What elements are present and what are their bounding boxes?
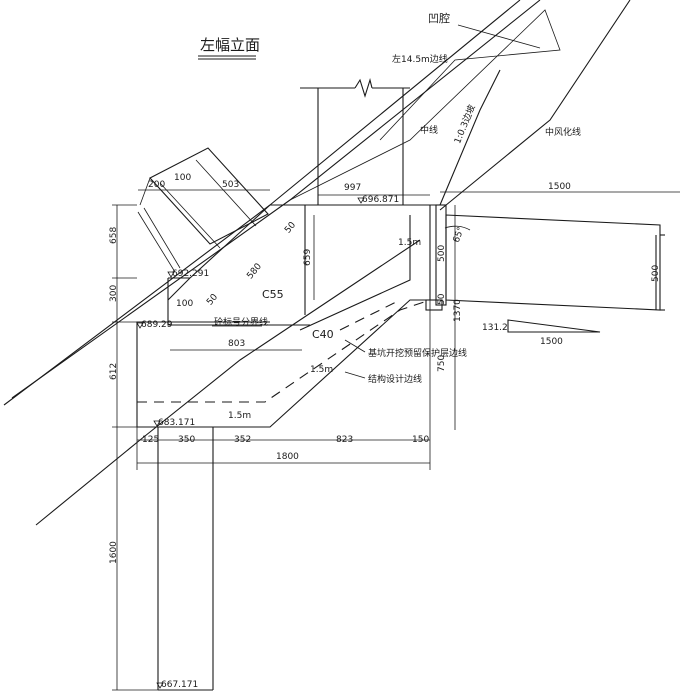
- pile: [157, 427, 214, 691]
- dimension-lines: [112, 189, 680, 691]
- drawing-title: 左幅立面: [200, 36, 260, 54]
- weathered-line: [439, 0, 631, 211]
- dim-text-750: 750: [437, 355, 447, 372]
- label-design-line: 结构设计边线: [368, 373, 422, 385]
- dim-text-803: 803: [228, 339, 245, 349]
- label-c40: C40: [312, 328, 334, 341]
- dim-text-50-a: 50: [283, 220, 298, 235]
- elev-marker-top: [357, 197, 365, 204]
- elevation-step-lower: 689.29: [141, 320, 173, 330]
- dim-text-1800: 1800: [276, 452, 299, 462]
- foundation-outline: [136, 205, 431, 428]
- wing-foot: [425, 299, 443, 311]
- step-slant: [189, 204, 271, 279]
- strut-brace-2: [143, 207, 181, 269]
- label-grade-boundary: 砼标号分界线: [214, 316, 268, 328]
- dim-text-659: 659: [303, 249, 313, 266]
- excavation-upper-dash: [339, 299, 401, 331]
- label-thickness-1: 1.5m: [398, 238, 421, 248]
- elev-marker-upper: [167, 271, 175, 278]
- wing-slab: [445, 214, 661, 311]
- elevation-top: 696.871: [362, 195, 399, 205]
- c55-bottom: [167, 322, 310, 326]
- concave-cavity-outline: [289, 9, 561, 201]
- elevation-base: 683.171: [158, 418, 195, 428]
- c55-inner-right: [299, 215, 411, 331]
- dim-text-131: 131.2: [482, 323, 508, 333]
- label-thickness-2: 1.5m: [310, 365, 333, 375]
- leader-design: [344, 371, 366, 379]
- elev-marker-pile: [156, 682, 164, 689]
- label-concave: 凹腔: [428, 11, 450, 25]
- geology-lines: [3, 0, 631, 526]
- label-excavation-line: 基坑开挖预留保护层边线: [368, 347, 467, 359]
- upper-column: [300, 77, 410, 205]
- strut-inner-2: [195, 159, 257, 227]
- dim-text-50-b: 50: [205, 292, 220, 307]
- right-wing: [425, 204, 665, 333]
- elevation-step-upper: 692.291: [172, 269, 209, 279]
- dim-text-500-left: 500: [437, 245, 447, 262]
- break-symbol: [354, 77, 373, 98]
- dim-text-350: 350: [178, 435, 195, 445]
- excavation-protection-line: [137, 299, 431, 403]
- dim-text-100-mid: 100: [176, 299, 193, 309]
- elevation-pile-bottom: 667.171: [161, 680, 198, 690]
- dim-text-503: 503: [222, 180, 239, 190]
- elev-marker-base: [153, 420, 161, 427]
- dim-text-1500-top: 1500: [548, 182, 571, 192]
- label-c55: C55: [262, 288, 284, 301]
- dim-text-658: 658: [109, 227, 119, 244]
- label-angle: 65°: [452, 226, 467, 244]
- dim-text-1370: 1370: [453, 299, 463, 322]
- angle-arc: [444, 225, 471, 231]
- dim-text-823: 823: [336, 435, 353, 445]
- dim-text-352: 352: [234, 435, 251, 445]
- dim-text-300: 300: [109, 285, 119, 302]
- dim-text-150: 150: [412, 435, 429, 445]
- strut-inner-1: [159, 182, 221, 249]
- label-thickness-3: 1.5m: [228, 411, 251, 421]
- dim-text-50-c: 50: [437, 293, 447, 305]
- dim-text-125: 125: [142, 435, 159, 445]
- foundation-body: [136, 204, 431, 428]
- dim-text-200: 200: [148, 180, 165, 190]
- elev-marker-lower: [136, 322, 144, 329]
- label-weathered: 中风化线: [545, 126, 581, 138]
- leader-excavation: [344, 339, 366, 353]
- dim-text-612: 612: [109, 363, 119, 380]
- dim-text-1600: 1600: [109, 541, 119, 564]
- label-center-line: 中线: [420, 124, 438, 136]
- strut-frame: [137, 147, 269, 273]
- strut-leg: [139, 177, 151, 206]
- concave-leader: [457, 24, 541, 49]
- dim-text-580: 580: [245, 261, 264, 281]
- lower-ground-line: [35, 239, 421, 526]
- dim-text-997: 997: [344, 183, 361, 193]
- label-edge-line: 左14.5m边线: [392, 53, 448, 65]
- dim-text-500-right: 500: [651, 265, 661, 282]
- strut-brace: [137, 211, 176, 273]
- slope-line: [439, 69, 501, 206]
- step-inner: [167, 277, 191, 301]
- dim-text-1500-mid: 1500: [540, 337, 563, 347]
- dim-text-100-top: 100: [174, 173, 191, 183]
- strut-outline: [149, 147, 269, 245]
- wedge-131: [507, 319, 601, 333]
